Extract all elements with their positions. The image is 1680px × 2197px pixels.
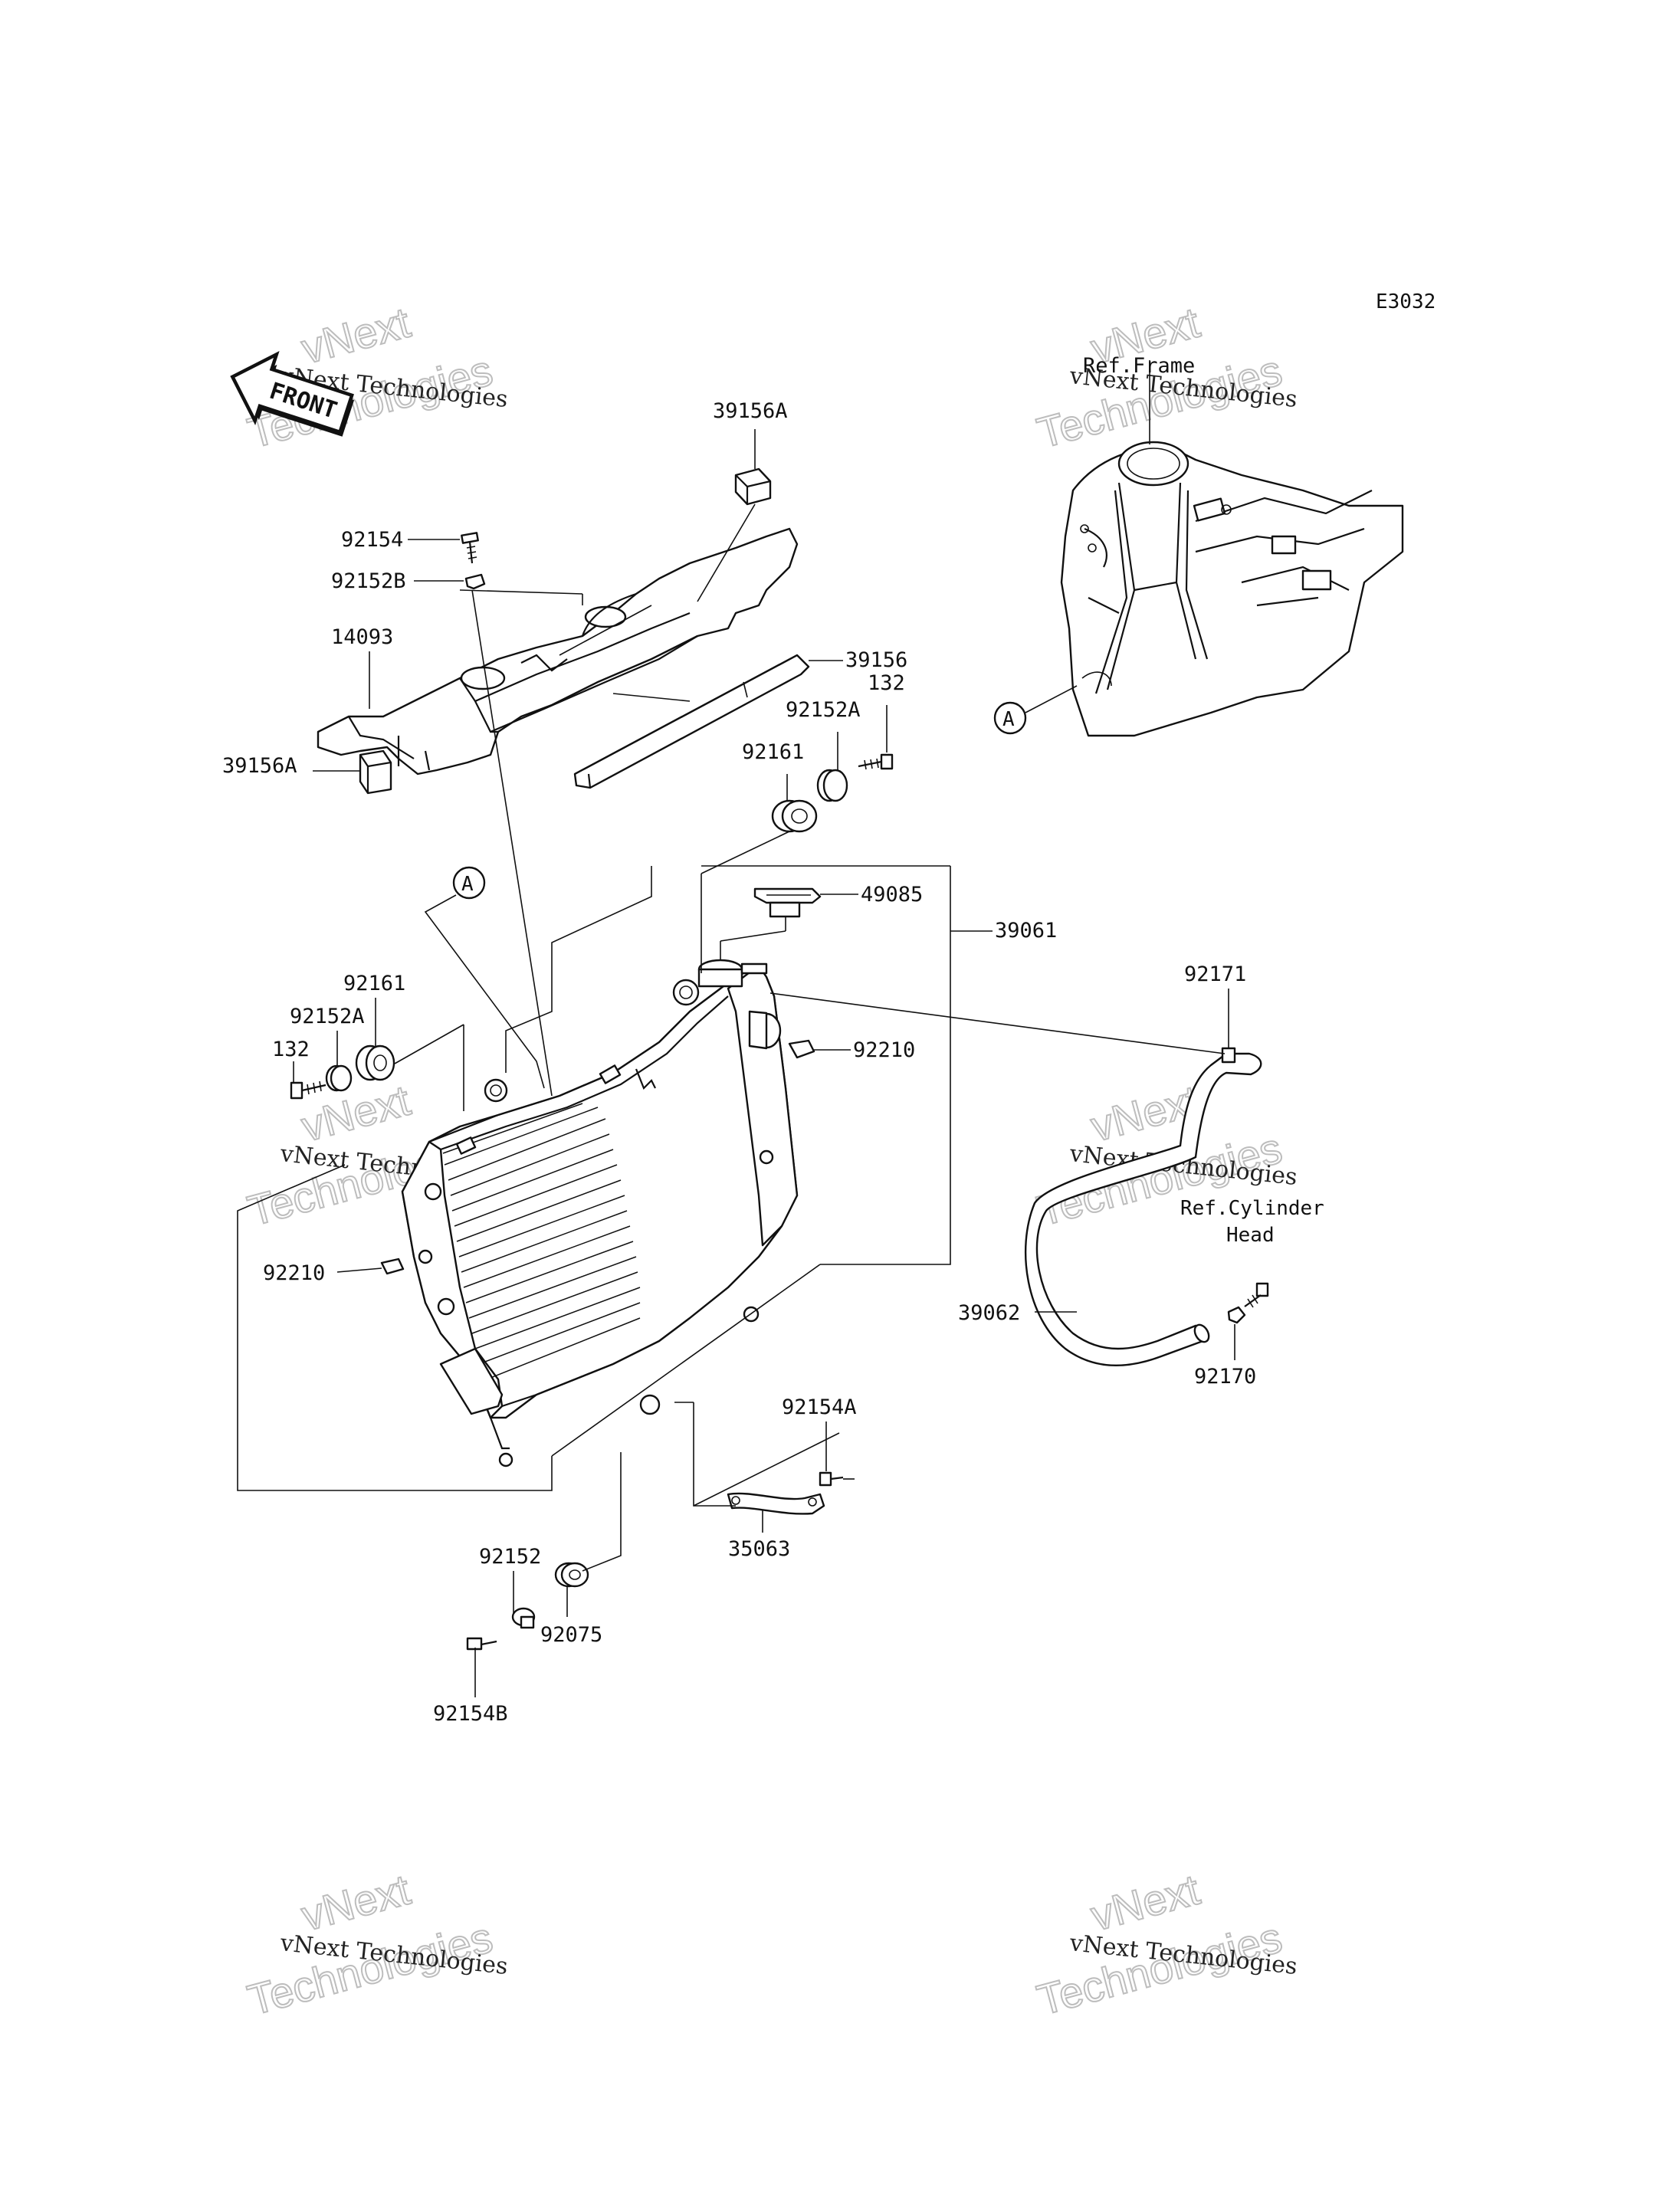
label-92170: 92170 (1194, 1365, 1256, 1389)
clip-92210-right (788, 1039, 815, 1059)
clip-92210-left (380, 1258, 405, 1275)
washer-92152-bottom (511, 1607, 536, 1629)
label-39156: 39156 (845, 648, 907, 672)
label-92154B: 92154B (433, 1702, 508, 1726)
ref-frame-label: Ref.Frame (1083, 354, 1195, 378)
foam-strip-39156 (573, 654, 810, 789)
bolt-92154 (461, 532, 479, 564)
label-92152B: 92152B (331, 569, 406, 593)
label-39156A-left: 39156A (222, 754, 297, 778)
label-39061: 39061 (995, 919, 1057, 943)
watermark-bottom-right: Technologies vNext vNext Technologies (1032, 1864, 1298, 2025)
label-92210-right: 92210 (853, 1038, 915, 1062)
callout-a-frame (993, 701, 1027, 735)
radiator-cap-49085 (753, 887, 822, 918)
svg-text:vNext: vNext (297, 1865, 415, 1940)
label-ref-head: Head (1226, 1224, 1275, 1247)
frame-reference-drawing: Ref.Frame A (993, 354, 1404, 737)
radiator-39061 (401, 959, 799, 1467)
label-92154A: 92154A (782, 1395, 857, 1419)
label-92161-left: 92161 (343, 972, 405, 995)
watermark-bottom-left: Technologies vNext vNext Technologies (242, 1864, 509, 2025)
grommet-92161-left (355, 1044, 395, 1081)
label-39062: 39062 (958, 1301, 1020, 1325)
bolt-92154B (466, 1637, 497, 1651)
svg-text:vNext: vNext (1086, 1865, 1205, 1940)
label-132-left: 132 (272, 1038, 310, 1061)
diagram-code: E3032 (1376, 290, 1436, 313)
part-labels: 39156A 92154 92152B 14093 39156A 39156 9… (222, 399, 1324, 1726)
label-92154: 92154 (341, 528, 403, 552)
label-92152A-left: 92152A (290, 1005, 365, 1028)
label-49085: 49085 (861, 883, 923, 907)
label-92210-left: 92210 (263, 1261, 325, 1285)
pad-39156A-top (734, 467, 772, 506)
svg-text:A: A (1002, 708, 1015, 731)
label-132-top: 132 (868, 671, 905, 695)
label-ref-cylinder: Ref.Cylinder (1180, 1197, 1324, 1220)
svg-text:A: A (461, 873, 474, 896)
leader-lines: A (237, 429, 1235, 1697)
screw-132-left (290, 1080, 326, 1100)
label-92152A-top: 92152A (786, 698, 861, 722)
washer-92152B (464, 573, 486, 590)
label-92152: 92152 (479, 1545, 541, 1569)
hose-39062 (1024, 1047, 1262, 1367)
bracket-35063 (727, 1492, 825, 1515)
grommet-92161-top (771, 799, 818, 833)
fitting-92170 (1227, 1282, 1269, 1324)
grommet-92152A-left (325, 1064, 353, 1092)
bolt-92154A (819, 1471, 844, 1487)
radiator-core-fins (442, 1103, 641, 1380)
grommet-92152A-top (816, 769, 848, 802)
svg-text:vNext: vNext (297, 298, 415, 373)
label-14093: 14093 (331, 625, 393, 649)
label-35063: 35063 (728, 1537, 790, 1561)
label-92075: 92075 (540, 1623, 602, 1647)
label-39156A-top: 39156A (713, 399, 788, 423)
pad-39156A-left (359, 749, 392, 795)
label-92171: 92171 (1184, 962, 1246, 986)
radiator-shroud-14093 (317, 527, 799, 776)
grommet-92075 (554, 1562, 589, 1588)
callout-a-left (452, 866, 486, 900)
label-92161-top: 92161 (742, 740, 804, 764)
screw-132-top (858, 753, 894, 770)
